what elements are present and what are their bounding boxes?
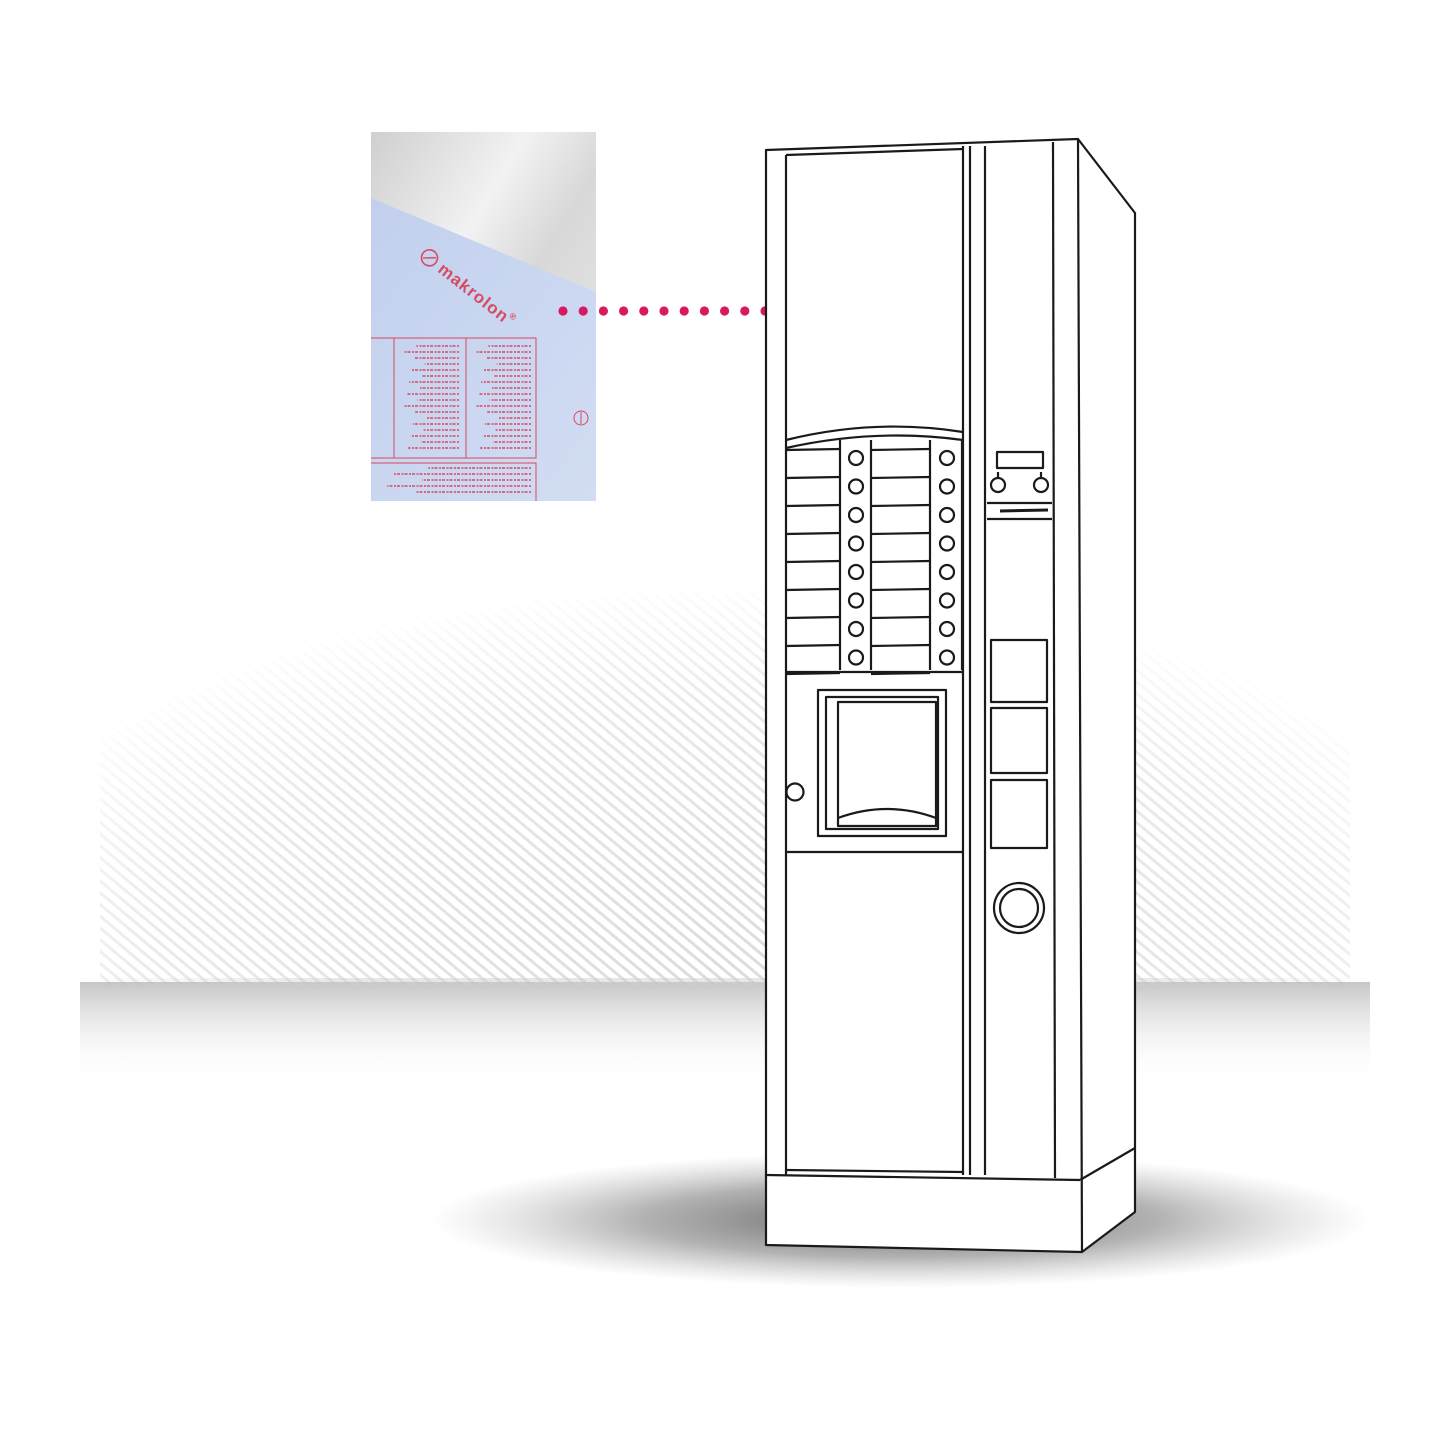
coin-slot-inner (998, 887, 1040, 929)
selection-button[interactable] (938, 506, 956, 524)
selection-button[interactable] (847, 592, 865, 609)
dispenser-frame (816, 688, 948, 838)
connector-dot (558, 306, 568, 316)
display-screen (995, 450, 1045, 470)
selection-button[interactable] (938, 535, 956, 552)
product-display-arch (785, 425, 964, 442)
selection-button[interactable] (938, 478, 956, 495)
selection-button[interactable] (847, 506, 865, 524)
sheet-print-pattern (371, 337, 589, 501)
connector-dot (720, 306, 730, 316)
sample-sheet: makrolon® (371, 132, 596, 501)
makrolon-logo-icon (420, 249, 439, 267)
selection-button[interactable] (847, 649, 865, 666)
connector-dot (639, 306, 649, 316)
selection-button[interactable] (938, 449, 956, 467)
selection-button[interactable] (847, 563, 865, 581)
selection-button[interactable] (847, 535, 865, 552)
connector-dot (699, 306, 710, 316)
connector-dot (659, 306, 669, 316)
panel-slot-1 (989, 638, 1049, 704)
connector-dot (679, 306, 689, 316)
selection-button[interactable] (938, 563, 956, 581)
connector-dot (578, 306, 588, 316)
cup-opening (836, 700, 938, 828)
vending-machine (764, 137, 1137, 1254)
selection-button[interactable] (847, 620, 865, 638)
selection-button[interactable] (847, 449, 865, 467)
selection-panel (785, 447, 931, 676)
protective-film (371, 198, 596, 501)
stripe-pattern (100, 400, 1350, 985)
connector-dot (619, 306, 629, 316)
selection-button[interactable] (847, 478, 865, 495)
connector-dot (740, 306, 750, 316)
door-lock[interactable] (785, 782, 805, 802)
coin-slot-outer[interactable] (992, 881, 1046, 935)
selection-button[interactable] (938, 620, 956, 638)
horizon-haze (80, 982, 1370, 1082)
connector-dot (598, 306, 609, 316)
selection-button[interactable] (938, 592, 956, 609)
panel-slot-2 (989, 706, 1049, 775)
panel-slot-3 (989, 778, 1049, 850)
selection-button[interactable] (938, 649, 956, 666)
